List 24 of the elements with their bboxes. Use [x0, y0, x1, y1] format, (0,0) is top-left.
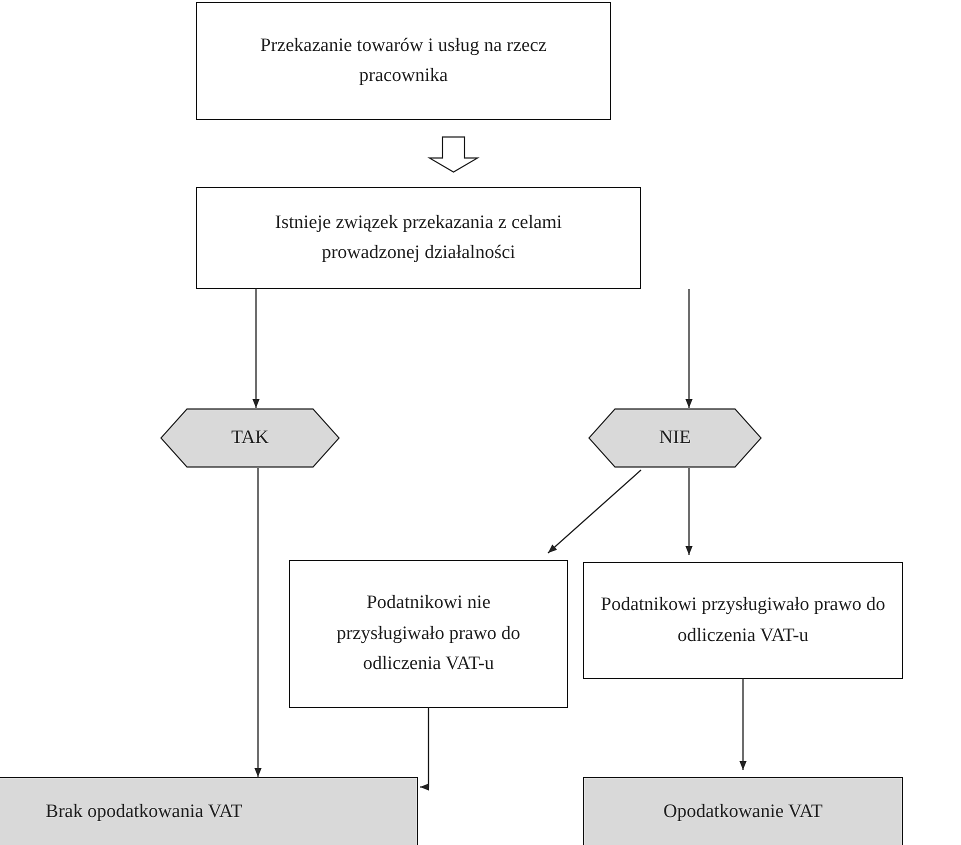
arrow	[739, 679, 747, 770]
arrow	[685, 289, 693, 408]
node-text: Podatnikowi przysługiwało prawo do odliczenia VAT-u	[600, 593, 886, 648]
node-text: NIE	[658, 426, 692, 450]
arrow	[254, 468, 262, 777]
process-box	[583, 777, 903, 845]
process-box	[583, 562, 903, 679]
process-box	[196, 187, 641, 289]
node-text: Brak opodatkowania VAT	[44, 800, 244, 824]
decision-hexagon	[160, 408, 340, 468]
node-text: TAK	[230, 426, 270, 450]
process-box	[0, 777, 418, 845]
arrow	[548, 470, 642, 554]
process-box	[196, 2, 611, 120]
decision-hexagon	[588, 408, 762, 468]
node-text: Istnieje związek przekazania z celami prowadzonej działalności	[274, 210, 563, 265]
arrow	[420, 708, 430, 791]
arrow	[252, 289, 260, 408]
process-box	[289, 560, 568, 708]
node-text: Opodatkowanie VAT	[662, 800, 824, 824]
arrow	[685, 468, 693, 555]
block-arrow	[427, 136, 480, 173]
node-text: Przekazanie towarów i usług na rzecz pracownika	[259, 34, 548, 88]
node-text: Podatnikowi nie przysługiwało prawo do odliczenia VAT-u	[336, 591, 522, 676]
